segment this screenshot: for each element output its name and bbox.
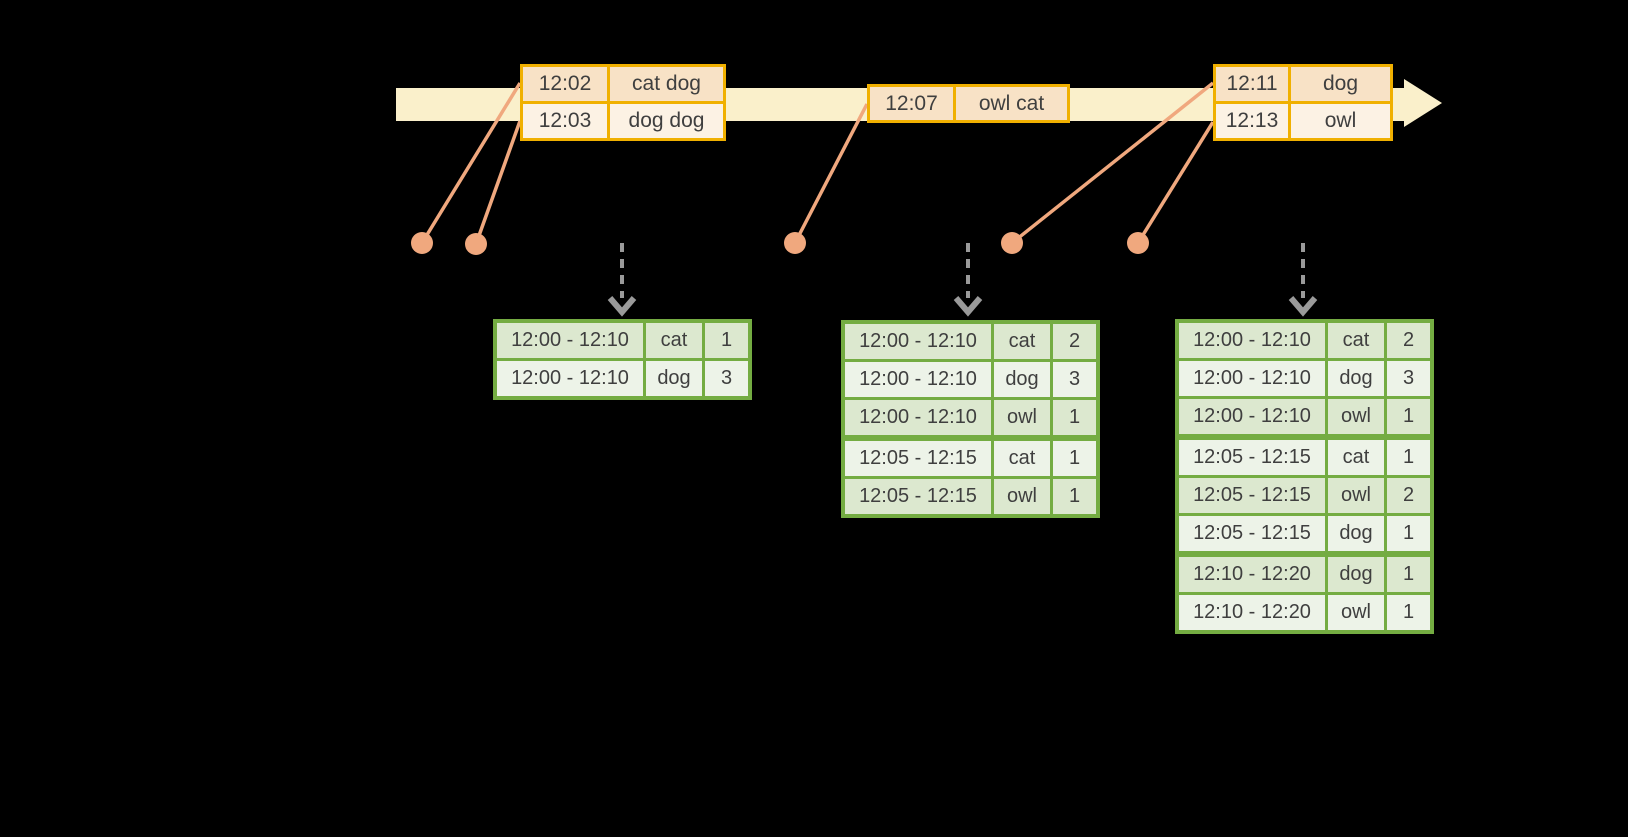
count-cell: 1 bbox=[1387, 595, 1430, 630]
event-dots bbox=[411, 232, 1149, 255]
event-time-cell: 12:02 bbox=[523, 67, 607, 101]
word-cell: dog bbox=[1328, 516, 1384, 551]
event-table-row: 12:11 dog bbox=[1216, 67, 1390, 101]
event-time-cell: 12:07 bbox=[870, 87, 953, 120]
window-cell: 12:00 - 12:10 bbox=[497, 361, 643, 396]
event-dot bbox=[465, 233, 487, 255]
result-table-row: 12:00 - 12:10 cat 1 bbox=[497, 323, 748, 358]
word-cell: cat bbox=[994, 324, 1050, 359]
event-time-cell: 12:13 bbox=[1216, 104, 1288, 138]
result-table-row: 12:00 - 12:10 owl 1 bbox=[845, 400, 1096, 435]
word-cell: cat bbox=[1328, 440, 1384, 475]
result-table: 12:00 - 12:10 cat 2 12:00 - 12:10 dog 3 … bbox=[1175, 319, 1434, 634]
count-cell: 2 bbox=[1053, 324, 1096, 359]
result-table-row: 12:05 - 12:15 cat 1 bbox=[1179, 440, 1430, 475]
count-cell: 1 bbox=[1387, 440, 1430, 475]
timeline-arrow-icon bbox=[1404, 79, 1442, 127]
event-connector-line bbox=[1010, 81, 1215, 245]
result-table-row: 12:05 - 12:15 cat 1 bbox=[845, 441, 1096, 476]
result-table-row: 12:00 - 12:10 dog 3 bbox=[1179, 361, 1430, 396]
count-cell: 3 bbox=[1387, 361, 1430, 396]
event-table-row: 12:13 owl bbox=[1216, 104, 1390, 138]
word-cell: dog bbox=[1328, 557, 1384, 592]
trigger-arrows bbox=[607, 243, 1318, 317]
count-cell: 3 bbox=[1053, 362, 1096, 397]
count-cell: 1 bbox=[1053, 441, 1096, 476]
window-cell: 12:00 - 12:10 bbox=[845, 362, 991, 397]
event-words-cell: dog dog bbox=[610, 104, 723, 138]
event-dot bbox=[1001, 232, 1023, 254]
event-words-cell: cat dog bbox=[610, 67, 723, 101]
event-connector-line bbox=[474, 120, 522, 245]
count-cell: 1 bbox=[1053, 479, 1096, 514]
count-cell: 2 bbox=[1387, 323, 1430, 358]
event-time-cell: 12:11 bbox=[1216, 67, 1288, 101]
count-cell: 1 bbox=[705, 323, 748, 358]
word-cell: cat bbox=[646, 323, 702, 358]
result-table-row: 12:00 - 12:10 cat 2 bbox=[1179, 323, 1430, 358]
window-cell: 12:05 - 12:15 bbox=[845, 441, 991, 476]
count-cell: 1 bbox=[1053, 400, 1096, 435]
event-table: 12:02 cat dog 12:03 dog dog bbox=[520, 64, 726, 141]
result-table: 12:00 - 12:10 cat 2 12:00 - 12:10 dog 3 … bbox=[841, 320, 1100, 518]
count-cell: 1 bbox=[1387, 557, 1430, 592]
window-cell: 12:05 - 12:15 bbox=[845, 479, 991, 514]
word-cell: owl bbox=[994, 479, 1050, 514]
word-cell: dog bbox=[646, 361, 702, 396]
result-table-row: 12:00 - 12:10 cat 2 bbox=[845, 324, 1096, 359]
count-cell: 3 bbox=[705, 361, 748, 396]
window-cell: 12:00 - 12:10 bbox=[1179, 399, 1325, 434]
word-cell: dog bbox=[1328, 361, 1384, 396]
event-dot bbox=[784, 232, 806, 254]
window-cell: 12:00 - 12:10 bbox=[845, 400, 991, 435]
trigger-arrow-icon bbox=[607, 243, 637, 317]
event-connector-line bbox=[1136, 121, 1215, 244]
event-table-row: 12:07 owl cat bbox=[870, 87, 1067, 120]
window-cell: 12:00 - 12:10 bbox=[497, 323, 643, 358]
event-words-cell: owl bbox=[1291, 104, 1390, 138]
word-cell: cat bbox=[994, 441, 1050, 476]
result-table: 12:00 - 12:10 cat 1 12:00 - 12:10 dog 3 bbox=[493, 319, 752, 400]
event-connector-lines bbox=[420, 81, 1215, 245]
trigger-arrow-icon bbox=[953, 243, 983, 317]
word-cell: owl bbox=[1328, 478, 1384, 513]
event-time-cell: 12:03 bbox=[523, 104, 607, 138]
event-table-row: 12:03 dog dog bbox=[523, 104, 723, 138]
count-cell: 1 bbox=[1387, 399, 1430, 434]
window-cell: 12:10 - 12:20 bbox=[1179, 557, 1325, 592]
event-table: 12:07 owl cat bbox=[867, 84, 1070, 123]
event-dot bbox=[1127, 232, 1149, 254]
result-table-row: 12:00 - 12:10 owl 1 bbox=[1179, 399, 1430, 434]
result-table-row: 12:05 - 12:15 dog 1 bbox=[1179, 516, 1430, 551]
word-cell: owl bbox=[994, 400, 1050, 435]
window-cell: 12:00 - 12:10 bbox=[1179, 361, 1325, 396]
word-cell: owl bbox=[1328, 399, 1384, 434]
event-words-cell: owl cat bbox=[956, 87, 1067, 120]
window-cell: 12:05 - 12:15 bbox=[1179, 516, 1325, 551]
trigger-arrow-icon bbox=[1288, 243, 1318, 317]
window-cell: 12:05 - 12:15 bbox=[1179, 440, 1325, 475]
event-table: 12:11 dog 12:13 owl bbox=[1213, 64, 1393, 141]
result-table-row: 12:00 - 12:10 dog 3 bbox=[497, 361, 748, 396]
event-table-row: 12:02 cat dog bbox=[523, 67, 723, 101]
event-connector-line bbox=[793, 103, 869, 244]
word-cell: dog bbox=[994, 362, 1050, 397]
window-cell: 12:10 - 12:20 bbox=[1179, 595, 1325, 630]
event-words-cell: dog bbox=[1291, 67, 1390, 101]
count-cell: 2 bbox=[1387, 478, 1430, 513]
event-connector-line bbox=[420, 82, 522, 244]
result-table-row: 12:05 - 12:15 owl 1 bbox=[845, 479, 1096, 514]
result-table-row: 12:00 - 12:10 dog 3 bbox=[845, 362, 1096, 397]
word-cell: owl bbox=[1328, 595, 1384, 630]
event-dot bbox=[411, 232, 433, 254]
count-cell: 1 bbox=[1387, 516, 1430, 551]
window-cell: 12:00 - 12:10 bbox=[1179, 323, 1325, 358]
result-table-row: 12:10 - 12:20 dog 1 bbox=[1179, 557, 1430, 592]
word-cell: cat bbox=[1328, 323, 1384, 358]
window-cell: 12:05 - 12:15 bbox=[1179, 478, 1325, 513]
window-cell: 12:00 - 12:10 bbox=[845, 324, 991, 359]
result-table-row: 12:10 - 12:20 owl 1 bbox=[1179, 595, 1430, 630]
result-table-row: 12:05 - 12:15 owl 2 bbox=[1179, 478, 1430, 513]
